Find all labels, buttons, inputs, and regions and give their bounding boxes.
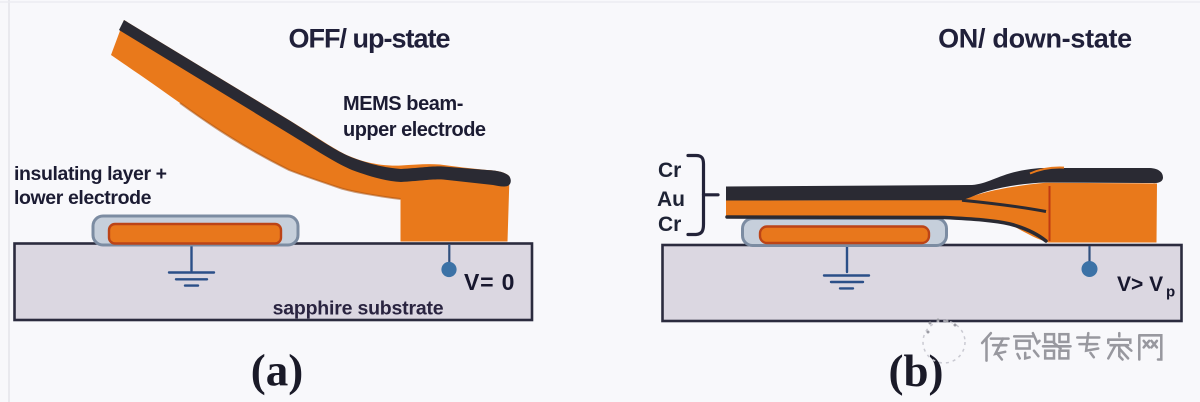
svg-text:V> V: V> V [1117,273,1163,296]
svg-text:Au: Au [657,188,685,211]
svg-text:(a): (a) [251,346,303,396]
svg-text:upper electrode: upper electrode [343,119,486,141]
svg-text:ON/ down-state: ON/ down-state [938,24,1132,54]
svg-text:Cr: Cr [658,213,681,236]
svg-text:lower electrode: lower electrode [14,187,152,209]
svg-text:Cr: Cr [658,159,681,182]
svg-text:sapphire substrate: sapphire substrate [273,298,444,320]
svg-text:(b): (b) [889,346,944,396]
svg-text:V= 0: V= 0 [464,269,515,295]
svg-text:MEMS beam-: MEMS beam- [343,93,463,115]
svg-text:p: p [1166,284,1175,301]
svg-text:OFF/ up-state: OFF/ up-state [289,24,451,54]
svg-text:insulating layer +: insulating layer + [14,163,167,185]
